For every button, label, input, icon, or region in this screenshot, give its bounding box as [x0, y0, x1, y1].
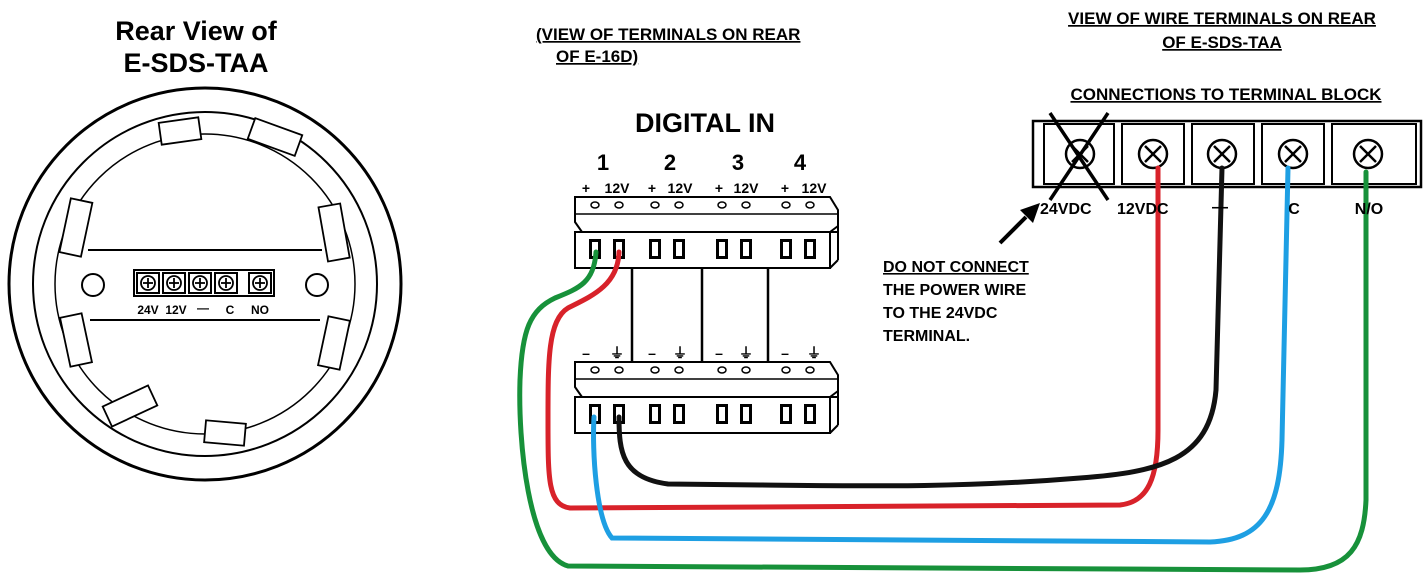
green-wire [517, 169, 1369, 573]
rear-label-c: C [226, 303, 235, 317]
ch3-plus-label: + [715, 180, 723, 196]
rear-label-12v: 12V [165, 303, 186, 317]
ch3-ground-label: ⏚ [739, 345, 753, 361]
warning-line4: TERMINAL. [883, 328, 970, 345]
tb-label-c: C [1288, 201, 1300, 218]
tb-label-12vdc: 12VDC [1117, 201, 1169, 218]
blue-wire [591, 165, 1291, 545]
ch1-minus-label: – [582, 345, 590, 361]
tb-header-line1: VIEW OF WIRE TERMINALS ON REAR [1068, 9, 1376, 28]
ch2-ground-label: ⏚ [673, 345, 687, 361]
ch4-ground-label: ⏚ [807, 345, 821, 361]
ch2-plus-label: + [648, 180, 656, 196]
channel-2-label: 2 [664, 150, 676, 175]
ch4-minus-label: – [781, 345, 789, 361]
detector-rear-view [7, 86, 403, 482]
bottom-terminal-labels: – ⏚ – ⏚ – ⏚ – ⏚ [582, 345, 821, 361]
tb-label-minus: — [1212, 199, 1228, 216]
digital-in-label: DIGITAL IN [635, 108, 775, 138]
ch2-minus-label: – [648, 345, 656, 361]
rear-label-minus: — [197, 301, 209, 315]
ch4-12v-label: 12V [802, 180, 828, 196]
ch2-12v-label: 12V [668, 180, 694, 196]
rear-label-no: NO [251, 303, 269, 317]
channel-1-label: 1 [597, 150, 609, 175]
ch4-plus-label: + [781, 180, 789, 196]
e16d-bottom-connector [574, 361, 839, 434]
ch1-plus-label: + [582, 180, 590, 196]
tb-label-no: N/O [1355, 201, 1383, 218]
tb-label-24vdc: 24VDC [1040, 201, 1092, 218]
warning-line3: TO THE 24VDC [883, 305, 998, 322]
tb-header-line2: OF E-SDS-TAA [1162, 33, 1282, 52]
ch1-12v-label: 12V [605, 180, 631, 196]
ch3-minus-label: – [715, 345, 723, 361]
e16d-header-line1: (VIEW OF TERMINALS ON REAR [536, 25, 800, 44]
rear-view-title-line2: E-SDS-TAA [124, 48, 269, 78]
ch3-12v-label: 12V [734, 180, 760, 196]
ch1-ground-label: ⏚ [610, 345, 624, 361]
tb-subheader: CONNECTIONS TO TERMINAL BLOCK [1070, 85, 1382, 104]
terminal-block [1031, 112, 1423, 201]
channel-3-label: 3 [732, 150, 744, 175]
channel-4-label: 4 [794, 150, 807, 175]
warning-line1: DO NOT CONNECT [883, 259, 1029, 276]
warning-line2: THE POWER WIRE [883, 282, 1026, 299]
warning-arrow [998, 203, 1040, 245]
connector-posts [630, 268, 770, 370]
top-terminal-labels: + 12V + 12V + 12V + 12V [582, 180, 827, 196]
black-wire [616, 165, 1225, 489]
red-wire [545, 165, 1161, 511]
e16d-header-line2: OF E-16D) [556, 47, 638, 66]
rear-label-24v: 24V [137, 303, 158, 317]
rear-view-title-line1: Rear View of [115, 16, 278, 46]
e16d-top-connector [574, 196, 839, 269]
